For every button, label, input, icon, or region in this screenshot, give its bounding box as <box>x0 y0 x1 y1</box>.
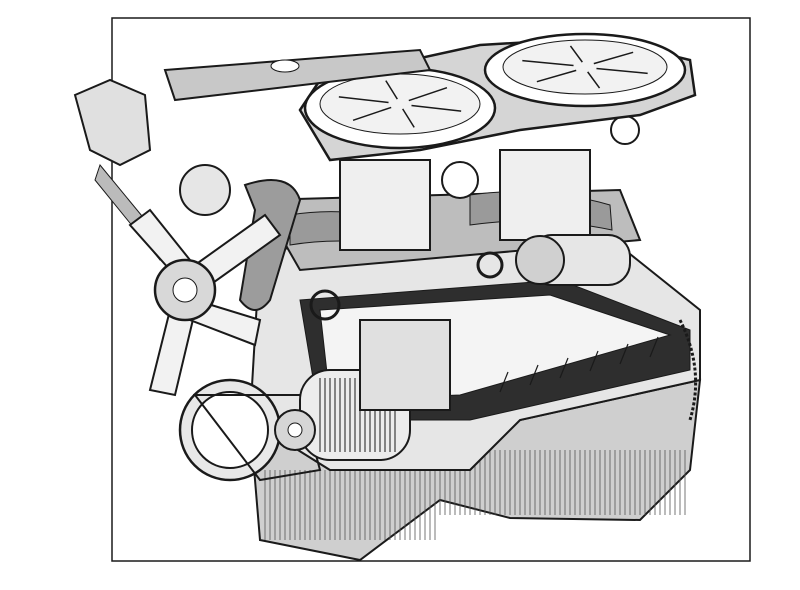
hatch-line <box>589 350 599 372</box>
hatch-line <box>402 108 415 128</box>
carburetors <box>339 115 640 251</box>
hatch-line <box>619 343 629 365</box>
hatch-line <box>596 67 648 75</box>
hatch-line <box>385 80 398 100</box>
hatch-line <box>529 364 539 386</box>
hatch-line <box>338 96 389 104</box>
cooling-fan <box>128 208 282 397</box>
hatch-line <box>587 71 601 89</box>
hatch-line <box>352 106 392 122</box>
air-cleaner <box>298 32 697 162</box>
hatch-line <box>569 45 583 63</box>
radiator-hose <box>179 164 504 321</box>
hatch-line <box>411 104 462 112</box>
hatch-line <box>499 371 509 393</box>
valve-cover <box>163 48 432 102</box>
hatch-line <box>408 86 448 102</box>
hatch-line <box>649 336 659 358</box>
hatch-line <box>593 51 634 65</box>
hatch-line <box>536 69 577 83</box>
crank-pulley <box>178 378 322 482</box>
hatch-line <box>559 357 569 379</box>
frame-border <box>111 17 751 562</box>
hatch-line <box>522 59 574 67</box>
alternator <box>274 319 451 461</box>
flywheel-edge <box>678 319 698 421</box>
starter-motor <box>515 234 631 286</box>
oil-pan <box>248 378 702 562</box>
